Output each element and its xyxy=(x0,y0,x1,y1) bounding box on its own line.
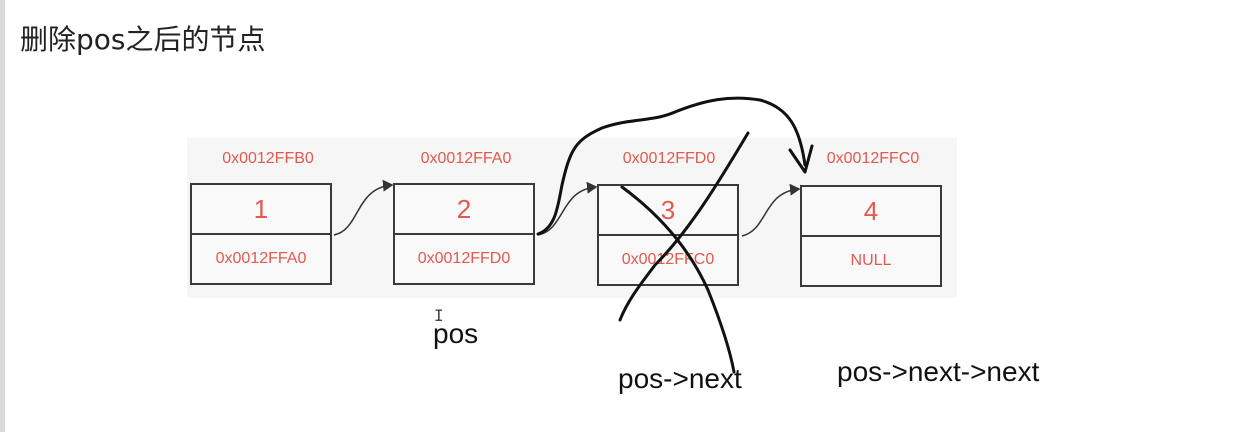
list-node-2: 2 0x0012FFD0 xyxy=(393,183,535,285)
node-3-value: 3 xyxy=(599,186,737,236)
node-1-value: 1 xyxy=(192,185,330,235)
link-arrow-1-2 xyxy=(333,179,394,236)
link-arrow-3-4 xyxy=(741,183,801,237)
node-1-next: 0x0012FFA0 xyxy=(215,250,307,267)
handdrawn-bypass-arrow xyxy=(536,96,807,236)
node-4-next: NULL xyxy=(850,252,892,269)
node-2-value: 2 xyxy=(395,185,533,235)
node-2-address: 0x0012FFA0 xyxy=(420,150,512,167)
text-cursor-icon: I xyxy=(434,306,444,325)
node-2-next: 0x0012FFD0 xyxy=(417,250,511,267)
label-pos: pos xyxy=(433,318,479,349)
list-node-3: 3 0x0012FFC0 xyxy=(597,184,739,286)
page-title: 删除pos之后的节点 xyxy=(20,23,266,56)
node-1-address: 0x0012FFB0 xyxy=(222,150,314,167)
label-pos-next: pos->next xyxy=(618,363,742,394)
list-node-1: 1 0x0012FFA0 xyxy=(190,183,332,285)
node-3-address: 0x0012FFD0 xyxy=(622,150,716,167)
handdrawn-cross-stroke-1 xyxy=(618,131,750,322)
link-arrow-2-3 xyxy=(537,181,598,236)
window-left-edge xyxy=(0,0,5,432)
node-4-address: 0x0012FFC0 xyxy=(826,150,920,167)
node-4-value: 4 xyxy=(802,187,940,237)
label-pos-next-next: pos->next->next xyxy=(837,356,1040,387)
handdrawn-cross-stroke-2 xyxy=(620,185,736,374)
list-node-4: 4 NULL xyxy=(800,185,942,287)
node-3-next: 0x0012FFC0 xyxy=(621,251,715,268)
handdrawn-arrowhead xyxy=(788,144,814,174)
